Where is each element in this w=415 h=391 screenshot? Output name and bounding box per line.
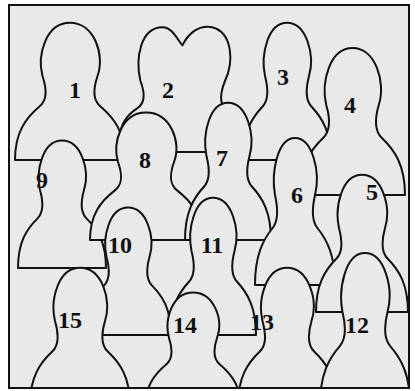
person-silhouette: 9 [18, 138, 106, 268]
callout-number: 7 [216, 146, 228, 170]
callout-number: 9 [36, 168, 48, 192]
person-silhouette: 13 [238, 265, 336, 389]
callout-number: 5 [366, 180, 378, 204]
person-silhouette: 3 [243, 20, 331, 160]
callout-number: 15 [58, 308, 82, 332]
callout-number: 12 [345, 313, 369, 337]
callout-number: 10 [108, 233, 132, 257]
callout-number: 1 [69, 78, 81, 102]
callout-number: 2 [162, 78, 174, 102]
person-silhouette: 12 [320, 250, 410, 389]
person-silhouette: 6 [255, 135, 335, 285]
silhouette-outline [145, 290, 241, 389]
callout-number: 3 [277, 65, 289, 89]
silhouette-outline [18, 138, 106, 268]
person-silhouette: 14 [145, 290, 241, 389]
callout-number: 4 [344, 93, 356, 117]
callout-number: 13 [250, 310, 274, 334]
silhouette-outline [255, 135, 335, 285]
person-silhouette: 15 [30, 265, 130, 389]
silhouette-outline [243, 20, 331, 160]
callout-number: 8 [139, 148, 151, 172]
picture-frame: 123498765101115141312 [8, 4, 410, 389]
callout-number: 14 [173, 313, 197, 337]
person-silhouette: 1 [15, 20, 125, 160]
callout-number: 6 [291, 183, 303, 207]
callout-number: 11 [201, 233, 224, 257]
